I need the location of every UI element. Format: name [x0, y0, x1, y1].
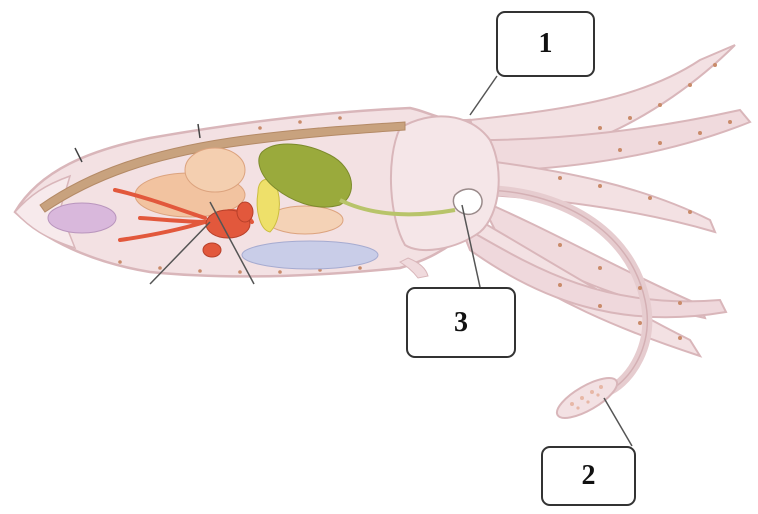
- leader-line-1: [470, 76, 497, 115]
- label-box-1: 1: [496, 11, 595, 77]
- label-box-2: 2: [541, 446, 636, 506]
- label-box-3: 3: [406, 287, 516, 358]
- head: [391, 116, 499, 250]
- leader-line-2: [604, 398, 632, 446]
- gill-lower: [242, 241, 378, 269]
- beak: [453, 189, 482, 214]
- caecum: [185, 148, 245, 192]
- branchial-heart-2: [237, 202, 253, 222]
- arms-group: [460, 45, 750, 425]
- branchial-heart: [203, 243, 221, 257]
- tentacle-club: [552, 371, 623, 426]
- gonad: [48, 203, 116, 233]
